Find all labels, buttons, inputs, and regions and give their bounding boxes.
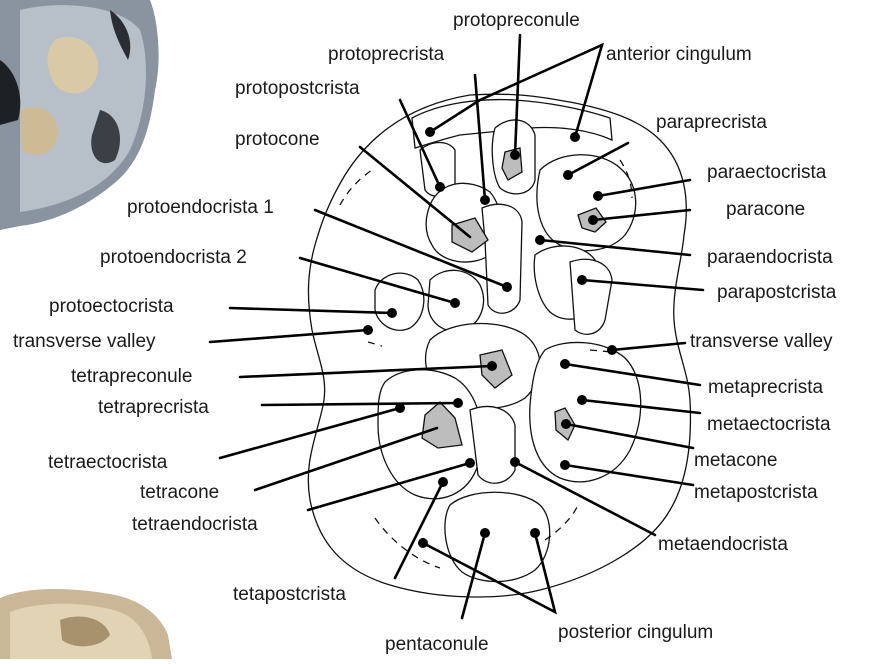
label-tetraprecrista: tetraprecrista: [98, 397, 209, 418]
label-transverse-valley-right: transverse valley: [690, 331, 833, 352]
label-protopreconule: protopreconule: [453, 10, 580, 31]
label-metaprecrista: metaprecrista: [708, 377, 824, 398]
label-protoprecrista: protoprecrista: [328, 44, 445, 65]
label-metaendocrista: metaendocrista: [658, 534, 788, 555]
label-protoectocrista: protoectocrista: [49, 296, 174, 317]
label-paraendocrista: paraendocrista: [707, 247, 833, 268]
protoendocrista-block: [482, 204, 522, 313]
label-metacone: metacone: [694, 450, 777, 471]
label-metapostcrista: metapostcrista: [694, 482, 818, 503]
label-protoendocrista-1: protoendocrista 1: [127, 197, 274, 218]
label-anterior-cingulum: anterior cingulum: [606, 44, 752, 65]
label-pentaconule: pentaconule: [385, 634, 489, 655]
label-tetraendocrista: tetraendocrista: [132, 514, 258, 535]
label-tetrapreconule: tetrapreconule: [71, 366, 192, 387]
label-protoendocrista-2: protoendocrista 2: [100, 247, 247, 268]
label-transverse-valley-left: transverse valley: [13, 331, 156, 352]
label-paracone: paracone: [726, 199, 805, 220]
fossil-photo-top: [0, 0, 159, 230]
label-tetapostcrista: tetapostcrista: [233, 584, 346, 605]
fossil-photo-bottom: [0, 589, 172, 659]
label-posterior-cingulum: posterior cingulum: [558, 622, 713, 643]
label-metaectocrista: metaectocrista: [707, 414, 831, 435]
label-paraprecrista: paraprecrista: [656, 112, 767, 133]
label-protopostcrista: protopostcrista: [235, 78, 360, 99]
label-paraectocrista: paraectocrista: [707, 162, 827, 183]
label-tetracone: tetracone: [140, 482, 219, 503]
label-tetraectocrista: tetraectocrista: [48, 452, 168, 473]
label-parapostcrista: parapostcrista: [717, 282, 837, 303]
label-protocone: protocone: [235, 129, 320, 150]
paracone-block: [537, 155, 636, 251]
